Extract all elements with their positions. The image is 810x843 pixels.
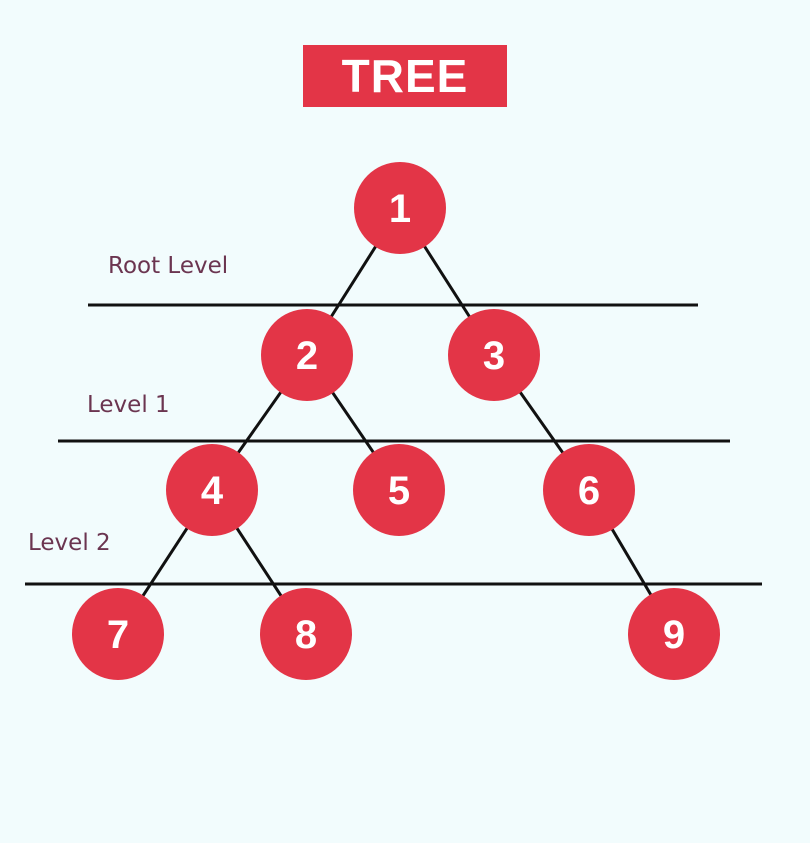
node-circle	[353, 444, 445, 536]
node-5: 5	[353, 444, 445, 536]
diagram-title: TREE	[303, 45, 507, 107]
node-label: 2	[296, 334, 318, 378]
node-circle	[354, 162, 446, 254]
node-4: 4	[166, 444, 258, 536]
node-circle	[260, 588, 352, 680]
level-label-root: Root Level	[108, 253, 228, 279]
level-label-1: Level 1	[87, 392, 170, 418]
node-1: 1	[354, 162, 446, 254]
level-label-2: Level 2	[28, 530, 111, 556]
node-label: 5	[388, 469, 410, 513]
node-7: 7	[72, 588, 164, 680]
node-circle	[543, 444, 635, 536]
node-circle	[166, 444, 258, 536]
node-3: 3	[448, 309, 540, 401]
node-label: 7	[107, 613, 129, 657]
node-label: 1	[389, 187, 411, 231]
node-6: 6	[543, 444, 635, 536]
node-9: 9	[628, 588, 720, 680]
node-circle	[261, 309, 353, 401]
node-label: 8	[295, 613, 317, 657]
node-2: 2	[261, 309, 353, 401]
node-8: 8	[260, 588, 352, 680]
node-circle	[72, 588, 164, 680]
node-label: 9	[663, 613, 685, 657]
node-label: 4	[201, 469, 224, 513]
node-circle	[448, 309, 540, 401]
node-label: 6	[578, 469, 600, 513]
node-circle	[628, 588, 720, 680]
node-label: 3	[483, 334, 505, 378]
